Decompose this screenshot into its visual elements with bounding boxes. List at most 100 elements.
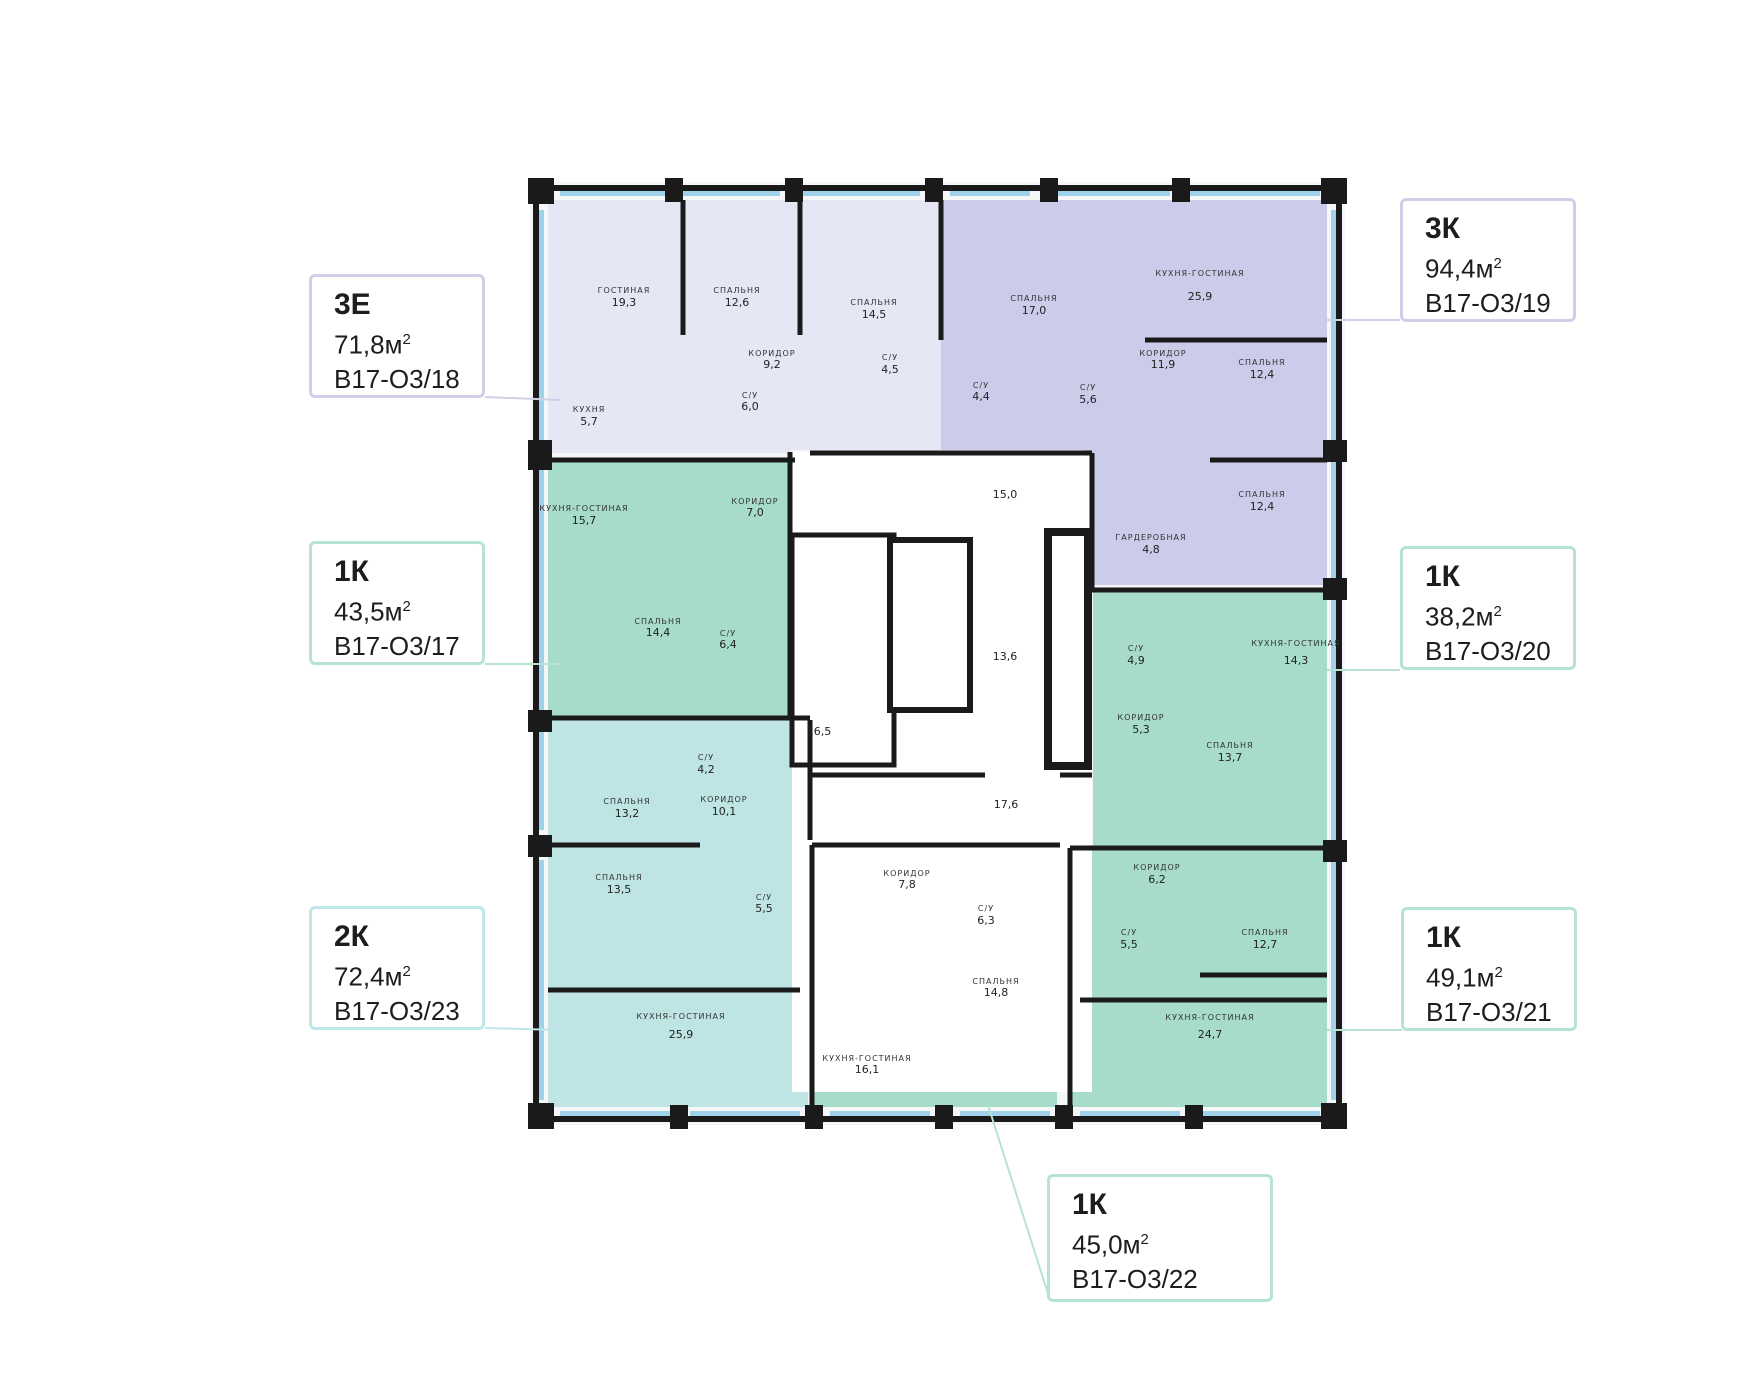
room-label: С/У — [1121, 928, 1137, 937]
apartment-type: 1К — [1425, 560, 1460, 593]
room-area: 17,0 — [1022, 304, 1047, 317]
room-area: 5,3 — [1132, 723, 1150, 736]
room-label: КУХНЯ-ГОСТИНАЯ — [1165, 1013, 1254, 1022]
leader-lines — [484, 319, 1402, 1301]
room-label: КУХНЯ-ГОСТИНАЯ — [822, 1054, 911, 1063]
apartment-code: В17-О3/21 — [1426, 996, 1552, 1027]
apartment-code: В17-О3/22 — [1072, 1263, 1198, 1294]
room-area: 6,2 — [1148, 873, 1166, 886]
room-area: 25,9 — [1188, 290, 1213, 303]
room-area: 9,2 — [763, 358, 781, 371]
elevator-block — [887, 537, 973, 713]
apartment-area: 38,2м2 — [1425, 601, 1502, 632]
room-label: КОРИДОР — [883, 869, 930, 878]
room-label: СПАЛЬНЯ — [850, 298, 897, 307]
room-label: КУХНЯ-ГОСТИНАЯ — [1251, 639, 1340, 648]
room-label: С/У — [978, 904, 994, 913]
apt-zone-18[interactable] — [548, 200, 791, 453]
room-label: С/У — [973, 381, 989, 390]
apartment-card-23[interactable]: 2К 72,4м2 В17-О3/23 — [309, 906, 485, 1030]
apartment-code: В17-О3/17 — [334, 630, 460, 661]
room-label: С/У — [756, 893, 772, 902]
room-area: 12,4 — [1250, 368, 1275, 381]
room-area: 5,5 — [755, 902, 773, 915]
room-labels: ГОСТИНАЯ 19,3 СПАЛЬНЯ 12,6 СПАЛЬНЯ 14,5 … — [539, 269, 1340, 1076]
apartment-card-20[interactable]: 1К 38,2м2 В17-О3/20 — [1400, 546, 1576, 670]
room-area: 14,8 — [984, 986, 1009, 999]
apartment-area: 45,0м2 — [1072, 1229, 1149, 1260]
room-label: КУХНЯ — [573, 405, 606, 414]
room-area: 5,6 — [1079, 393, 1097, 406]
shaft-block — [1044, 528, 1092, 770]
apt-zone-20[interactable] — [1093, 588, 1327, 846]
room-label: СПАЛЬНЯ — [1241, 928, 1288, 937]
room-area: 11,9 — [1151, 358, 1176, 371]
room-area: 17,6 — [994, 798, 1019, 811]
room-area: 6,3 — [977, 914, 995, 927]
columns — [528, 178, 1347, 1129]
apartment-card-17[interactable]: 1К 43,5м2 В17-О3/17 — [309, 541, 485, 665]
room-area: 6,4 — [719, 638, 737, 651]
apt-zone-23[interactable] — [548, 720, 808, 1107]
apartment-type: 3К — [1425, 212, 1460, 245]
apartment-area: 94,4м2 — [1425, 253, 1502, 284]
room-label: КУХНЯ-ГОСТИНАЯ — [636, 1012, 725, 1021]
room-area: 6,0 — [741, 400, 759, 413]
room-label: ГОСТИНАЯ — [598, 286, 651, 295]
room-label: КОРИДОР — [731, 497, 778, 506]
room-label: СПАЛЬНЯ — [1206, 741, 1253, 750]
room-area: 13,2 — [615, 807, 640, 820]
room-label: С/У — [698, 753, 714, 762]
common-core — [789, 452, 1092, 1092]
room-area: 16,1 — [855, 1063, 880, 1076]
room-label: КОРИДОР — [1133, 863, 1180, 872]
apartment-card-21[interactable]: 1К 49,1м2 В17-О3/21 — [1401, 907, 1577, 1031]
leader-18 — [484, 396, 561, 401]
apt-zone-19b[interactable] — [1086, 450, 1327, 585]
apt-zone-19[interactable] — [941, 200, 1327, 450]
room-area: 15,7 — [572, 514, 597, 527]
apartment-code: В17-О3/18 — [334, 363, 460, 394]
room-area: 7,8 — [898, 878, 916, 891]
apartment-code: В17-О3/20 — [1425, 635, 1551, 666]
apartment-card-18[interactable]: 3Е 71,8м2 В17-О3/18 — [309, 274, 485, 398]
room-area: 25,9 — [669, 1028, 694, 1041]
room-label: КОРИДОР — [700, 795, 747, 804]
apartment-area: 43,5м2 — [334, 596, 411, 627]
room-label: СПАЛЬНЯ — [972, 977, 1019, 986]
room-area: 10,1 — [712, 805, 737, 818]
apartment-card-19[interactable]: 3К 94,4м2 В17-О3/19 — [1400, 198, 1576, 322]
apartment-card-22[interactable]: 1К 45,0м2 В17-О3/22 — [1047, 1174, 1273, 1302]
room-label: СПАЛЬНЯ — [603, 797, 650, 806]
leader-22 — [987, 1104, 1051, 1301]
apartment-type: 3Е — [334, 288, 371, 321]
interior-walls — [548, 200, 1327, 1107]
room-area: 12,6 — [725, 296, 750, 309]
room-label: С/У — [1080, 383, 1096, 392]
apartment-code: В17-О3/19 — [1425, 287, 1551, 318]
room-area: 14,3 — [1284, 654, 1309, 667]
room-label: КОРИДОР — [748, 349, 795, 358]
room-label: КУХНЯ-ГОСТИНАЯ — [1155, 269, 1244, 278]
room-area: 4,8 — [1142, 543, 1160, 556]
apartment-type: 1К — [1072, 1188, 1107, 1221]
room-area: 24,7 — [1198, 1028, 1223, 1041]
room-label: С/У — [742, 391, 758, 400]
apt-zone-17[interactable] — [548, 462, 788, 717]
room-area: 12,4 — [1250, 500, 1275, 513]
room-area: 7,0 — [746, 506, 764, 519]
room-label: СПАЛЬНЯ — [1238, 358, 1285, 367]
apartment-area: 49,1м2 — [1426, 962, 1503, 993]
room-label: ГАРДЕРОБНАЯ — [1115, 533, 1186, 542]
apt-zone-18b[interactable] — [791, 200, 941, 450]
room-area: 14,4 — [646, 626, 671, 639]
apartment-area: 72,4м2 — [334, 961, 411, 992]
room-label: СПАЛЬНЯ — [1238, 490, 1285, 499]
room-area: 19,3 — [612, 296, 637, 309]
room-label: СПАЛЬНЯ — [1010, 294, 1057, 303]
room-area: 4,9 — [1127, 654, 1145, 667]
room-area: 13,6 — [993, 650, 1018, 663]
room-area: 4,2 — [697, 763, 715, 776]
apartment-type: 1К — [334, 555, 369, 588]
